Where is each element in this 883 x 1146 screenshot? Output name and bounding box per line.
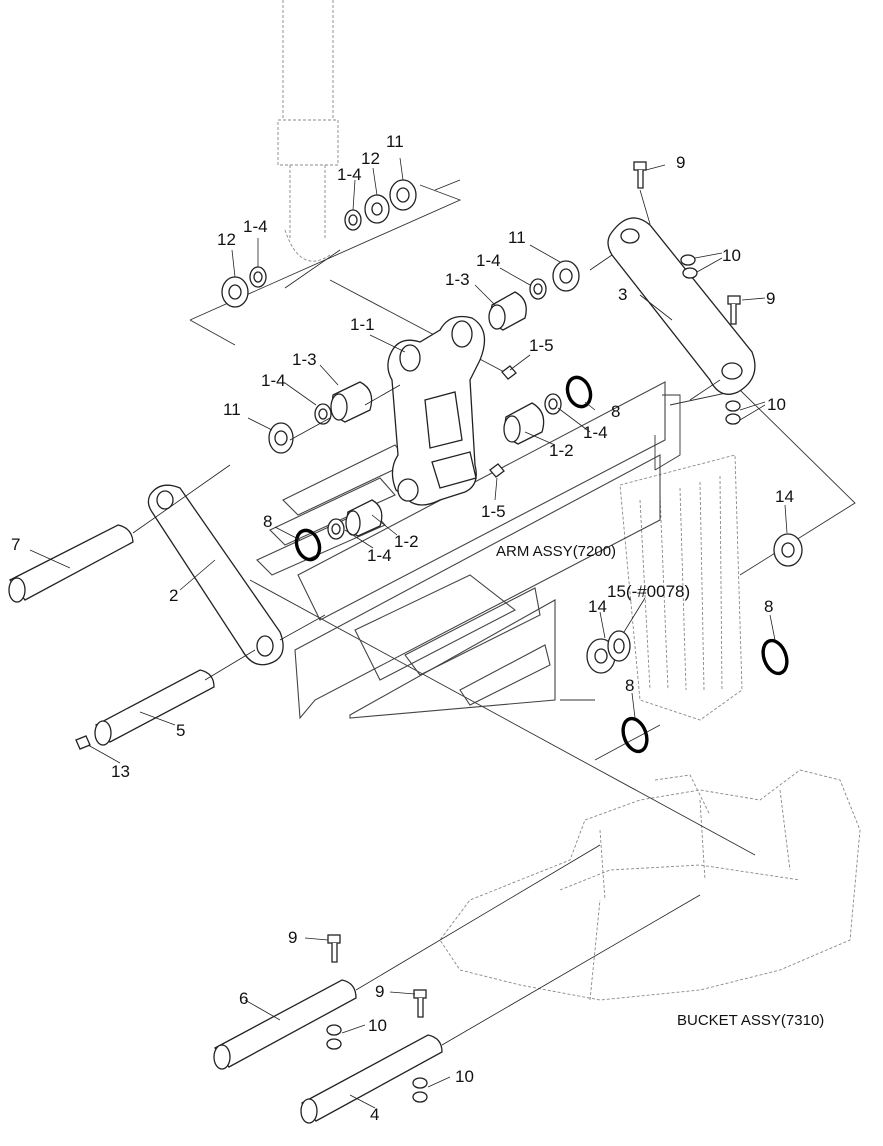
o-ring-8-left bbox=[294, 528, 322, 562]
washer-14-upper bbox=[773, 533, 803, 567]
label-1-3: 1-3 bbox=[445, 270, 470, 289]
label-9: 9 bbox=[676, 153, 685, 172]
label-11: 11 bbox=[508, 228, 526, 247]
bushing-1-3-upper bbox=[488, 291, 527, 331]
link-2 bbox=[147, 484, 284, 666]
grease-fitting-13 bbox=[75, 735, 91, 750]
bolt-9-bottom-b bbox=[413, 989, 427, 1018]
bolt-9-top bbox=[633, 161, 647, 189]
label-1-5: 1-5 bbox=[481, 502, 506, 521]
label-7: 7 bbox=[11, 535, 20, 554]
washer-1-4-lower bbox=[327, 518, 345, 540]
arm-assy-ghost bbox=[619, 394, 743, 721]
label-8: 8 bbox=[611, 402, 620, 421]
washers-top-left bbox=[221, 266, 267, 308]
washer-1-4-right bbox=[544, 393, 562, 415]
label-3: 3 bbox=[618, 285, 627, 304]
nuts-10-a bbox=[680, 254, 698, 279]
label-11: 11 bbox=[386, 132, 404, 151]
label-1-4: 1-4 bbox=[243, 217, 268, 236]
label-14: 14 bbox=[588, 597, 607, 616]
label-1-4: 1-4 bbox=[261, 371, 286, 390]
washer-1-4-left bbox=[314, 403, 332, 425]
label-11: 11 bbox=[223, 400, 241, 419]
label-1-5: 1-5 bbox=[529, 336, 554, 355]
label-2: 2 bbox=[169, 586, 178, 605]
washers-upper-right bbox=[529, 260, 580, 300]
label-12: 12 bbox=[217, 230, 236, 249]
label-10: 10 bbox=[455, 1067, 474, 1086]
shim-15 bbox=[607, 630, 631, 662]
label-9: 9 bbox=[766, 289, 775, 308]
grease-fitting-1-5-lower bbox=[489, 463, 505, 478]
washers-top-right bbox=[344, 179, 417, 231]
arm-assy-label: ARM ASSY(7200) bbox=[496, 543, 616, 560]
label-1-4: 1-4 bbox=[583, 423, 608, 442]
label-10: 10 bbox=[368, 1016, 387, 1035]
bolt-9-right bbox=[727, 295, 741, 325]
bolt-9-bottom-a bbox=[327, 934, 341, 963]
bushing-1-2-right bbox=[503, 402, 545, 445]
label-1-4: 1-4 bbox=[476, 251, 501, 270]
leader-lines bbox=[29, 157, 788, 1109]
label-5: 5 bbox=[176, 721, 185, 740]
nuts-10-d bbox=[412, 1077, 428, 1103]
nuts-10-b bbox=[725, 400, 741, 425]
pin-6 bbox=[213, 979, 357, 1070]
label-14: 14 bbox=[775, 487, 794, 506]
group-frames bbox=[189, 184, 856, 856]
label-1-4: 1-4 bbox=[367, 546, 392, 565]
label-10: 10 bbox=[767, 395, 786, 414]
label-1-3: 1-3 bbox=[292, 350, 317, 369]
pin-5 bbox=[94, 669, 215, 746]
o-ring-8-top bbox=[565, 375, 593, 409]
link-3 bbox=[607, 217, 756, 395]
bushing-1-3-left bbox=[330, 381, 373, 423]
bucket-assy-ghost bbox=[439, 769, 861, 1001]
label-9: 9 bbox=[288, 928, 297, 947]
label-9: 9 bbox=[375, 982, 384, 1001]
label-1-4: 1-4 bbox=[337, 165, 362, 184]
label-12: 12 bbox=[361, 149, 380, 168]
label-4: 4 bbox=[370, 1105, 379, 1124]
grease-fitting-1-5-upper bbox=[501, 365, 517, 380]
label-6: 6 bbox=[239, 989, 248, 1008]
label-8: 8 bbox=[263, 512, 272, 531]
pin-7 bbox=[8, 524, 134, 603]
label-1-1: 1-1 bbox=[350, 315, 375, 334]
o-ring-8-center bbox=[621, 716, 649, 754]
link-1-1 bbox=[387, 315, 486, 506]
label-15: 15(-#0078) bbox=[607, 582, 690, 601]
bushing-1-2-lower bbox=[345, 499, 383, 537]
nuts-10-c bbox=[326, 1024, 342, 1050]
label-8: 8 bbox=[625, 676, 634, 695]
label-13: 13 bbox=[111, 762, 130, 781]
o-ring-8-right bbox=[761, 638, 789, 676]
part-labels: 9 10 3 9 10 11 12 1-4 12 1-4 11 1-4 1-3 … bbox=[11, 132, 794, 1124]
pin-4 bbox=[300, 1034, 443, 1124]
label-1-2: 1-2 bbox=[549, 441, 574, 460]
label-10: 10 bbox=[722, 246, 741, 265]
bucket-assy-label: BUCKET ASSY(7310) bbox=[677, 1012, 824, 1029]
boom-cylinder-ghost bbox=[277, 0, 339, 262]
label-1-2: 1-2 bbox=[394, 532, 419, 551]
label-8: 8 bbox=[764, 597, 773, 616]
washer-11-left bbox=[268, 422, 294, 454]
